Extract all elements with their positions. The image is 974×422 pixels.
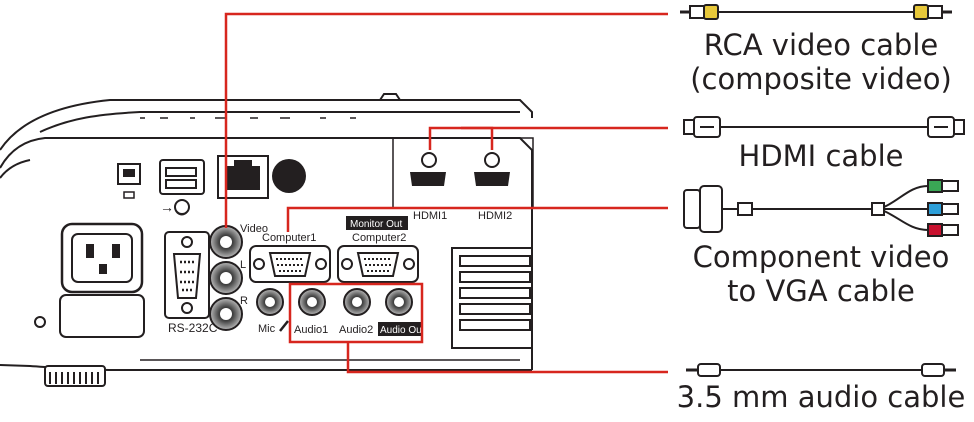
hdmi1-label: HDMI1 (413, 210, 447, 222)
computer1-label: Computer1 (262, 232, 316, 244)
video-port-label: Video (240, 223, 268, 235)
usb-ports: →⬤ (117, 159, 205, 216)
audio-jacks (298, 288, 422, 336)
rs232c-label: RS-232C (168, 321, 218, 335)
monitor-out-badge (346, 216, 408, 230)
mic-label: Mic (258, 323, 276, 335)
audio1-label: Audio1 (294, 324, 328, 336)
side-vents (451, 247, 533, 349)
rca-jacks (209, 225, 243, 331)
computer2-label: Computer2 (352, 232, 406, 244)
audio-out-label: Audio Out (380, 325, 425, 336)
hdmi2-label: HDMI2 (478, 210, 512, 222)
audio2-label: Audio2 (339, 324, 373, 336)
computer1-port (249, 245, 331, 283)
mic-icon (279, 320, 289, 332)
component-cable-icon (683, 179, 959, 237)
sensor (272, 159, 306, 193)
component-cable-label-line2: to VGA cable (727, 274, 915, 308)
rca-cable-label-line1: RCA video cable (703, 28, 939, 62)
component-cable-label-line1: Component video (692, 240, 950, 274)
callout-lines (224, 12, 668, 374)
audio-cable-label: 3.5 mm audio cable (676, 380, 966, 414)
hdmi-cable-icon (683, 116, 965, 138)
monitor-out-label: Monitor Out (350, 219, 402, 230)
rca-cable-icon (680, 4, 952, 20)
rs232c-port (164, 231, 210, 319)
hdmi-panel (392, 137, 534, 209)
audio-r-label: R (240, 295, 248, 307)
rca-cable-label: RCA video cable (composite video) (676, 28, 966, 96)
audio-cable-icon (686, 363, 956, 377)
rca-cable-label-line2: (composite video) (690, 62, 952, 96)
projector-foot (44, 365, 106, 387)
computer2-port (337, 245, 419, 283)
audio-l-label: L (240, 259, 246, 271)
hdmi-cable-label: HDMI cable (738, 139, 904, 173)
mic-jack (256, 288, 284, 316)
component-cable-label: Component video to VGA cable (676, 240, 966, 308)
power-inlet (34, 222, 145, 338)
